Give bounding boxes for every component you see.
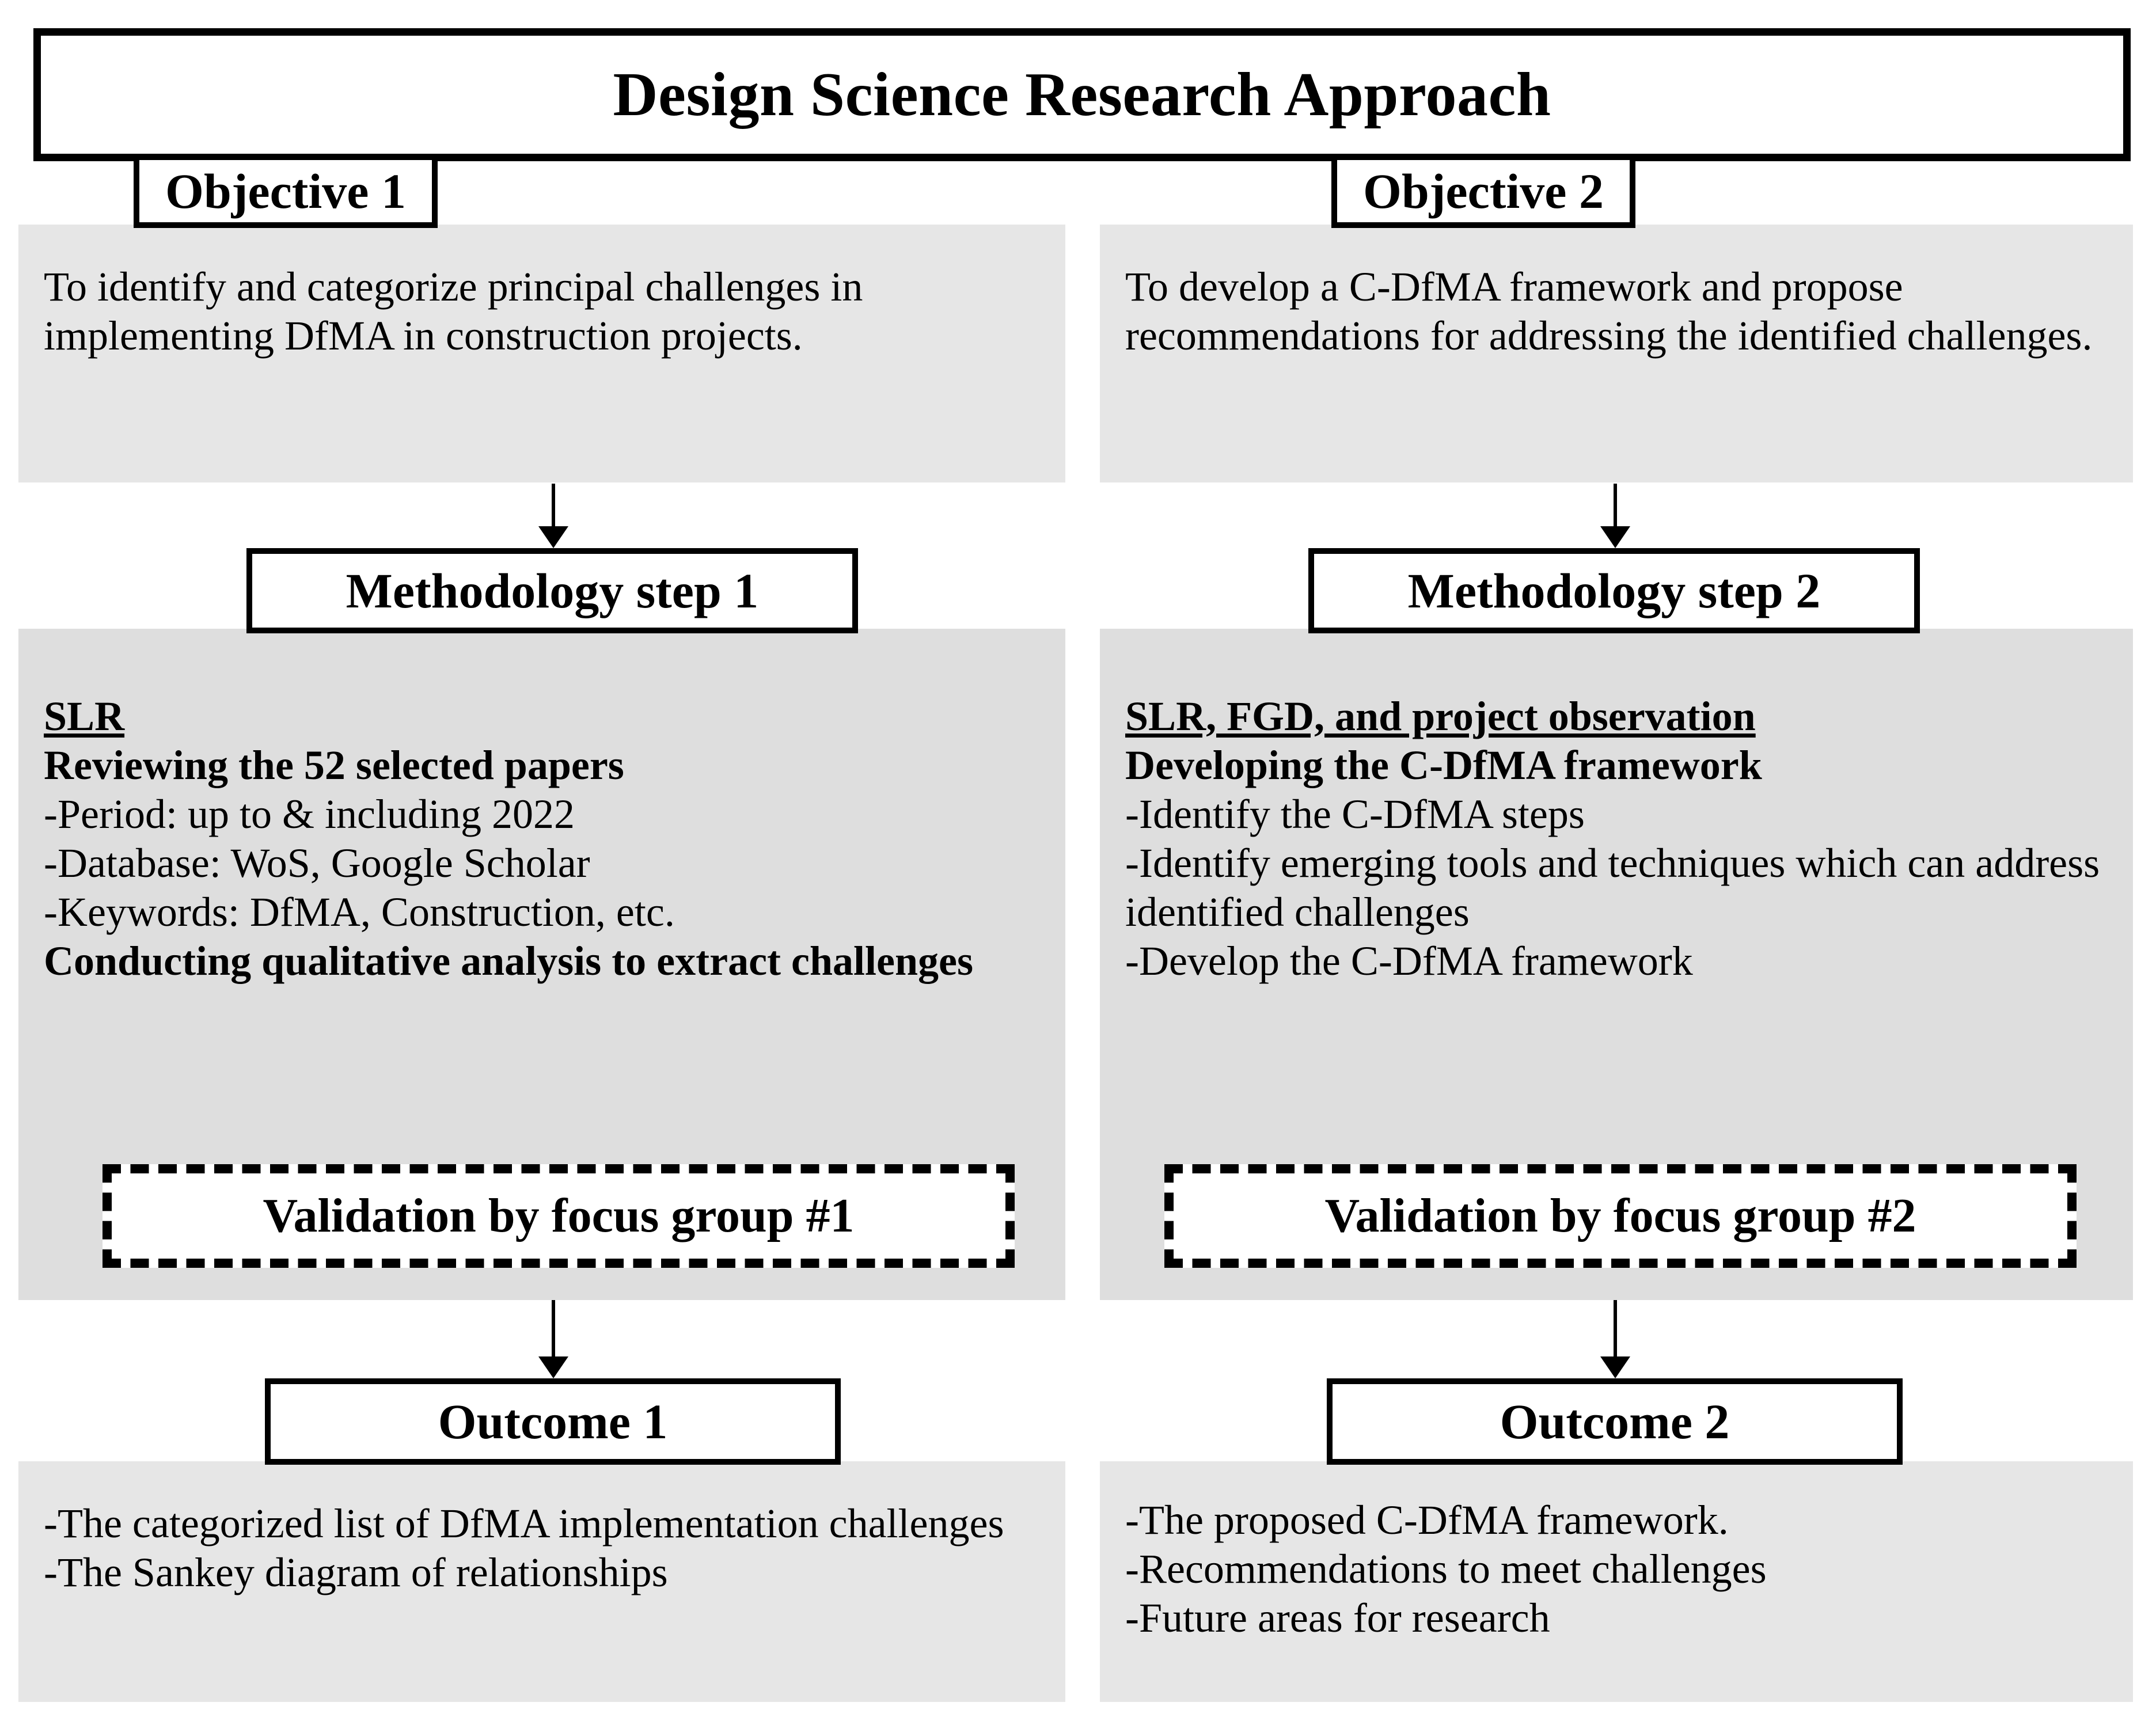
outcome-1-label: Outcome 1 <box>438 1394 668 1449</box>
objective-1-panel: To identify and categorize principal cha… <box>18 225 1065 482</box>
methodology-1-line-1: Reviewing the 52 selected papers <box>44 742 624 788</box>
arrow-methodology-1-to-outcome-1 <box>552 1300 555 1359</box>
outcome-2-line-1: -Recommendations to meet challenges <box>1125 1545 1767 1592</box>
column-left: Objective 1 To identify and categorize p… <box>0 0 1083 1729</box>
methodology-1-line-4: -Keywords: DfMA, Construction, etc. <box>44 888 675 935</box>
outcome-1-line-1: -The Sankey diagram of relationships <box>44 1549 668 1595</box>
outcome-1-line-0: -The categorized list of DfMA implementa… <box>44 1500 1004 1546</box>
methodology-2-line-2: -Identify the C-DfMA steps <box>1125 791 1585 837</box>
validation-focus-group-1-box[interactable]: Validation by focus group #1 <box>103 1164 1015 1268</box>
page-title: Design Science Research Approach <box>613 60 1551 129</box>
objective-1-header: Objective 1 <box>134 154 438 228</box>
outcome-2-line-0: -The proposed C-DfMA framework. <box>1125 1497 1729 1543</box>
methodology-1-line-5: Conducting qualitative analysis to extra… <box>44 937 973 984</box>
arrow-objective-2-to-methodology-2 <box>1614 484 1617 529</box>
arrow-objective-1-to-methodology-1 <box>552 484 555 529</box>
objective-2-panel: To develop a C-DfMA framework and propos… <box>1100 225 2133 482</box>
outcome-1-panel: -The categorized list of DfMA implementa… <box>18 1461 1065 1702</box>
outcome-2-header: Outcome 2 <box>1327 1378 1903 1465</box>
objective-1-body: To identify and categorize principal cha… <box>44 264 863 359</box>
methodology-1-header: Methodology step 1 <box>246 548 858 633</box>
outcome-2-line-2: -Future areas for research <box>1125 1594 1550 1641</box>
validation-focus-group-1-label: Validation by focus group #1 <box>263 1189 855 1242</box>
diagram-title-box: Design Science Research Approach <box>33 28 2131 161</box>
arrow-methodology-2-to-outcome-2 <box>1614 1300 1617 1359</box>
methodology-2-header: Methodology step 2 <box>1308 548 1920 633</box>
objective-2-header: Objective 2 <box>1331 154 1635 228</box>
methodology-1-line-2: -Period: up to & including 2022 <box>44 791 575 837</box>
methodology-2-line-1: Developing the C-DfMA framework <box>1125 742 1762 788</box>
validation-focus-group-2-box[interactable]: Validation by focus group #2 <box>1164 1164 2077 1268</box>
column-right: Objective 2 To develop a C-DfMA framewor… <box>1083 0 2156 1729</box>
outcome-2-panel: -The proposed C-DfMA framework. -Recomme… <box>1100 1461 2133 1702</box>
methodology-1-line-0: SLR <box>44 693 125 739</box>
methodology-1-label: Methodology step 1 <box>346 563 759 618</box>
methodology-1-line-3: -Database: WoS, Google Scholar <box>44 839 590 886</box>
objective-2-body: To develop a C-DfMA framework and propos… <box>1125 264 2093 359</box>
outcome-2-label: Outcome 2 <box>1500 1394 1730 1449</box>
objective-2-label: Objective 2 <box>1363 164 1604 219</box>
validation-focus-group-2-label: Validation by focus group #2 <box>1324 1189 1916 1242</box>
methodology-2-line-3: -Identify emerging tools and techniques … <box>1125 839 2100 935</box>
methodology-2-label: Methodology step 2 <box>1407 563 1821 618</box>
methodology-2-line-0: SLR, FGD, and project observation <box>1125 693 1756 739</box>
methodology-2-line-4: -Develop the C-DfMA framework <box>1125 937 1693 984</box>
outcome-1-header: Outcome 1 <box>265 1378 841 1465</box>
objective-1-label: Objective 1 <box>165 164 406 219</box>
